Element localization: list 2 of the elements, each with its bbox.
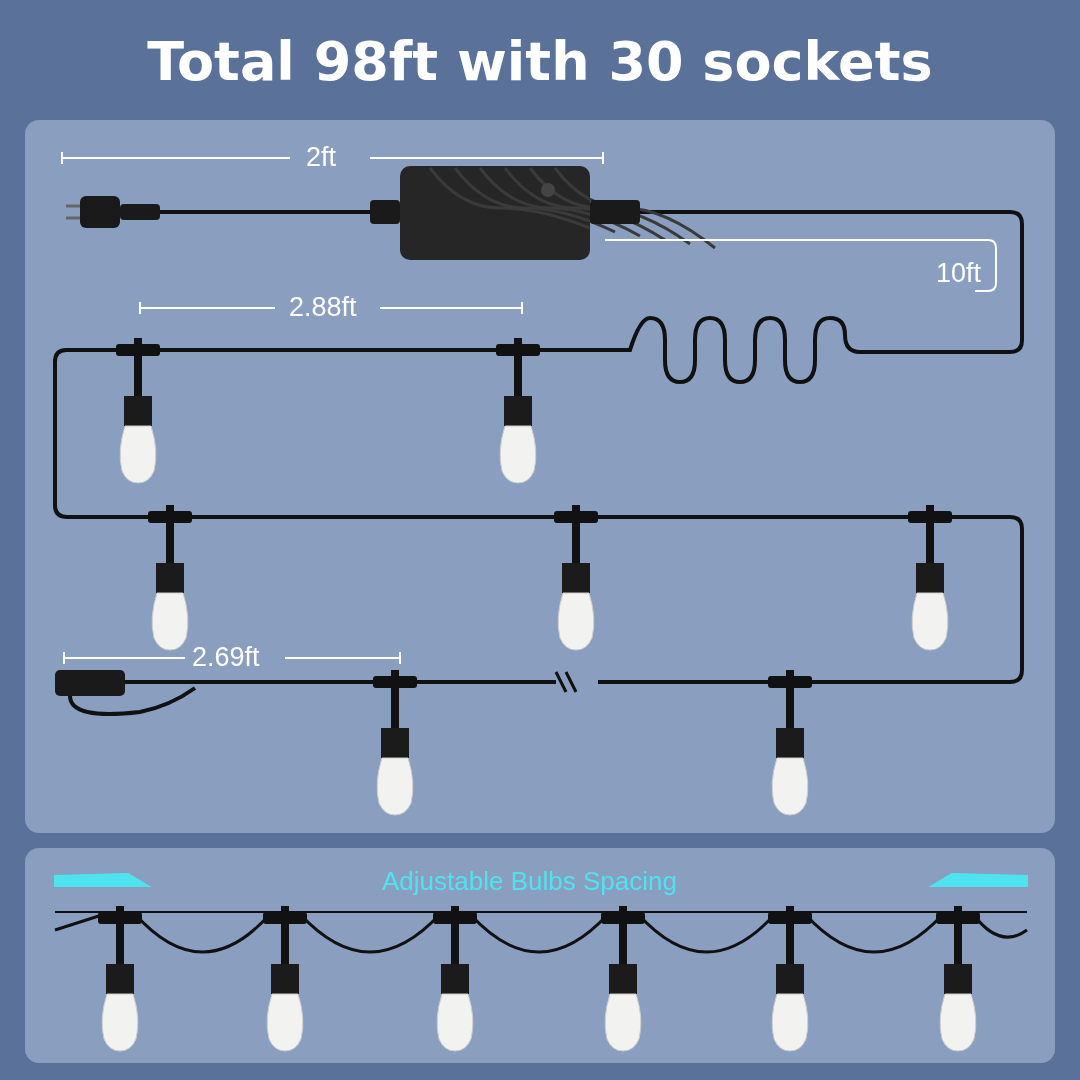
title: Total 98ft with 30 sockets <box>146 30 934 93</box>
caption-text: Adjustable Bulbs Spacing <box>382 866 677 897</box>
